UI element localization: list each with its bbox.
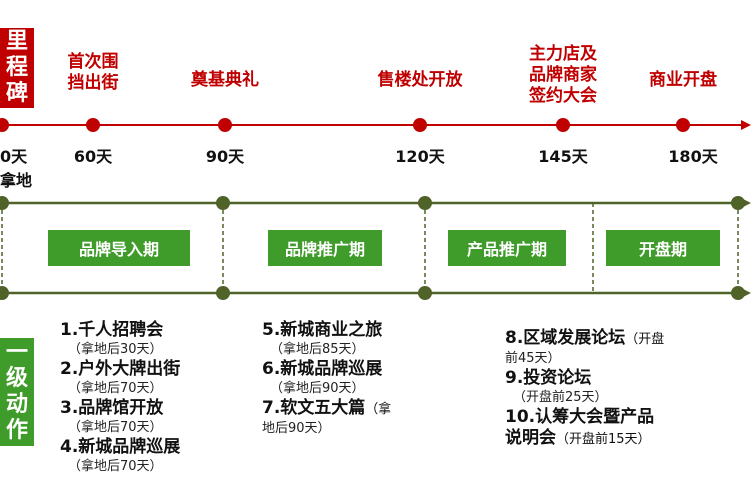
phase-box-brand-promotion: 品牌推广期: [268, 230, 382, 266]
action-item-note: （拿地后70天）: [68, 420, 163, 435]
action-item-title: 8.区域发展论坛（开盘: [505, 328, 664, 350]
phase-box-opening: 开盘期: [606, 230, 720, 266]
phase-node: [418, 286, 432, 300]
milestone-title-line: 品牌商家: [529, 65, 597, 85]
action-item-title-text: 说明会: [505, 428, 556, 448]
action-item-inline-note: （开盘前15天）: [556, 432, 651, 447]
action-side-label: 一 级 动 作: [0, 338, 34, 446]
action-item-title-text: 7.软文五大篇: [262, 398, 366, 418]
milestone-dot-90: [218, 118, 232, 132]
milestone-title-line: 挡出街: [67, 73, 119, 93]
phase-box-brand-import: 品牌导入期: [48, 230, 190, 266]
day-label-0: 0天: [0, 147, 28, 166]
action-item-note: （拿地后85天）: [270, 342, 365, 357]
action-item-note: 前45天）: [505, 351, 561, 366]
milestone-label-char-1: 里: [5, 29, 28, 54]
milestone-axis-arrow: [741, 120, 751, 130]
day-label-180: 180天: [668, 147, 718, 166]
action-label-char-1: 一: [5, 340, 28, 365]
action-item-title: 5.新城商业之旅: [262, 320, 383, 340]
phase-node: [731, 286, 745, 300]
milestone-dot-0: [0, 118, 9, 132]
milestone-title-line: 奠基典礼: [191, 70, 259, 90]
action-column-1: 1.千人招聘会 （拿地后30天） 2.户外大牌出街 （拿地后70天） 3.品牌馆…: [60, 320, 180, 476]
milestone-title-line: 主力店及: [529, 44, 597, 64]
action-item-note: （拿地后70天）: [68, 381, 163, 396]
action-item-inline-note: （开盘: [625, 332, 665, 347]
milestone-dot-60: [86, 118, 100, 132]
action-item-title: 4.新城品牌巡展: [60, 437, 181, 457]
day-label-145: 145天: [538, 147, 588, 166]
action-label-char-3: 动: [5, 392, 28, 417]
action-label-char-4: 作: [5, 418, 28, 443]
milestone-side-label: 里 程 碑: [0, 28, 34, 108]
action-column-3: 8.区域发展论坛（开盘 前45天） 9.投资论坛 （开盘前25天） 10.认筹大…: [505, 328, 664, 450]
milestone-title-line: 售楼处开放: [377, 70, 463, 90]
action-item-title: 1.千人招聘会: [60, 320, 164, 340]
action-item-title: 10.认筹大会暨产品: [505, 407, 655, 427]
milestone-title-145: 主力店及 品牌商家 签约大会: [529, 44, 597, 107]
milestone-title-line: 首次围: [67, 52, 119, 72]
phase-node: [216, 286, 230, 300]
phase-node: [418, 196, 432, 210]
action-item-note: （开盘前25天）: [513, 390, 608, 405]
milestone-label-char-3: 碑: [5, 81, 28, 106]
milestone-title-60: 首次围 挡出街: [68, 52, 119, 94]
day-0-sublabel: 拿地: [0, 171, 33, 190]
phase-node: [731, 196, 745, 210]
phase-box-product-promotion: 产品推广期: [448, 230, 566, 266]
day-label-90: 90天: [205, 147, 245, 166]
day-label-120: 120天: [395, 147, 445, 166]
milestone-title-90: 奠基典礼: [191, 70, 259, 91]
action-item-note: 地后90天）: [262, 421, 331, 436]
action-item-note: （拿地后90天）: [270, 381, 365, 396]
action-item-note: （拿地后70天）: [68, 459, 163, 474]
milestone-dot-180: [676, 118, 690, 132]
action-item-title: 说明会（开盘前15天）: [505, 428, 664, 450]
action-item-title: 2.户外大牌出街: [60, 359, 181, 379]
milestone-title-line: 签约大会: [529, 86, 597, 106]
action-item-title: 6.新城品牌巡展: [262, 359, 383, 379]
milestone-label-char-2: 程: [5, 55, 28, 80]
action-item-inline-note: （拿: [365, 402, 392, 417]
milestone-title-120: 售楼处开放: [378, 70, 463, 91]
milestone-title-line: 商业开盘: [649, 70, 717, 90]
action-item-title: 9.投资论坛: [505, 368, 592, 388]
action-item-title: 7.软文五大篇（拿: [262, 398, 391, 420]
phase-node: [0, 286, 9, 300]
action-column-2: 5.新城商业之旅 （拿地后85天） 6.新城品牌巡展 （拿地后90天） 7.软文…: [262, 320, 391, 438]
action-label-char-2: 级: [5, 366, 28, 391]
phase-node: [216, 196, 230, 210]
action-item-title-text: 8.区域发展论坛: [505, 328, 626, 348]
day-label-60: 60天: [73, 147, 113, 166]
milestone-title-180: 商业开盘: [649, 70, 717, 91]
action-item-note: （拿地后30天）: [68, 342, 163, 357]
action-item-title: 3.品牌馆开放: [60, 398, 164, 418]
milestone-dot-120: [413, 118, 427, 132]
milestone-dot-145: [556, 118, 570, 132]
phase-node: [0, 196, 9, 210]
